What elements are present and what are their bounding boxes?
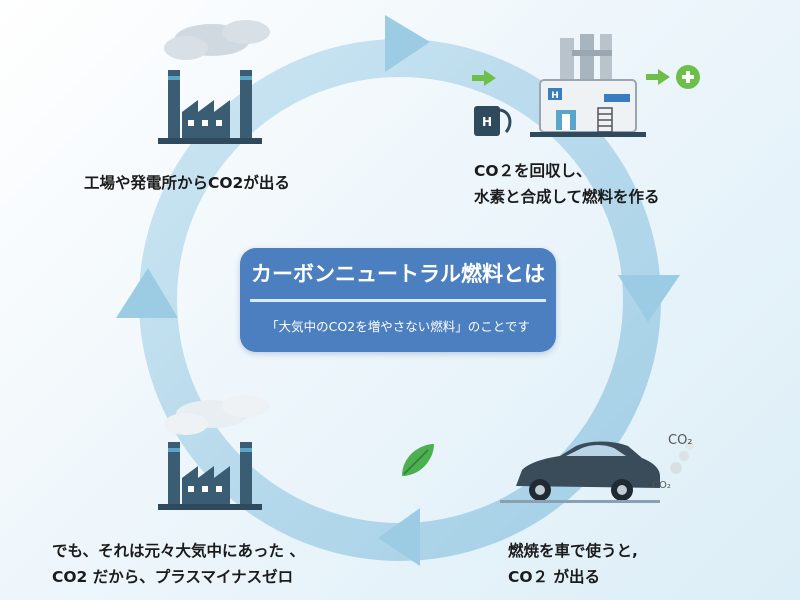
- center-definition-box: カーボンニュートラル燃料とは 「大気中のCO2を増やさない燃料」のことです: [240, 248, 556, 352]
- step-2-line-1: CO２を回収し、: [474, 162, 592, 180]
- center-divider: [250, 299, 546, 302]
- step-2-caption: CO２を回収し、 水素と合成して燃料を作る: [474, 158, 660, 210]
- center-subtitle: 「大気中のCO2を増やさない燃料」のことです: [266, 319, 530, 334]
- step-3-caption: 燃焼を車で使うと, CO２ が出る: [508, 538, 638, 590]
- step-4-caption: でも、それは元々大気中にあった 、 CO2 だから、プラスマイナスゼロ: [52, 538, 305, 590]
- factory-icon: [158, 395, 270, 510]
- svg-text:CO₂: CO₂: [668, 433, 693, 448]
- arrow-top: [385, 15, 430, 72]
- step-3-line-1: 燃焼を車で使うと,: [508, 542, 638, 560]
- svg-text:H: H: [551, 91, 559, 101]
- leaf-icon: [402, 444, 434, 476]
- arrow-in-icon: [484, 70, 496, 86]
- arrow-bottom: [378, 508, 420, 566]
- step-4-line-1: でも、それは元々大気中にあった 、: [52, 542, 305, 560]
- step-3-line-2: CO２ が出る: [508, 568, 600, 586]
- fuel-pump-icon: H: [474, 106, 512, 136]
- factory-icon: [158, 20, 270, 144]
- center-title: カーボンニュートラル燃料とは: [251, 262, 545, 286]
- arrow-left: [116, 268, 178, 318]
- hydrogen-plant-icon: H: [472, 34, 700, 137]
- step-1-line-1: 工場や発電所からCO2が出る: [84, 174, 290, 192]
- step-4-line-2: CO2 だから、プラスマイナスゼロ: [52, 568, 294, 586]
- car-icon: CO₂ CO₂: [500, 433, 694, 503]
- arrow-out-icon: [658, 69, 670, 85]
- svg-text:CO₂: CO₂: [652, 480, 671, 491]
- arrow-right: [618, 275, 680, 322]
- step-1-caption: 工場や発電所からCO2が出る: [84, 170, 290, 196]
- step-2-line-2: 水素と合成して燃料を作る: [474, 188, 660, 206]
- svg-text:H: H: [482, 115, 492, 129]
